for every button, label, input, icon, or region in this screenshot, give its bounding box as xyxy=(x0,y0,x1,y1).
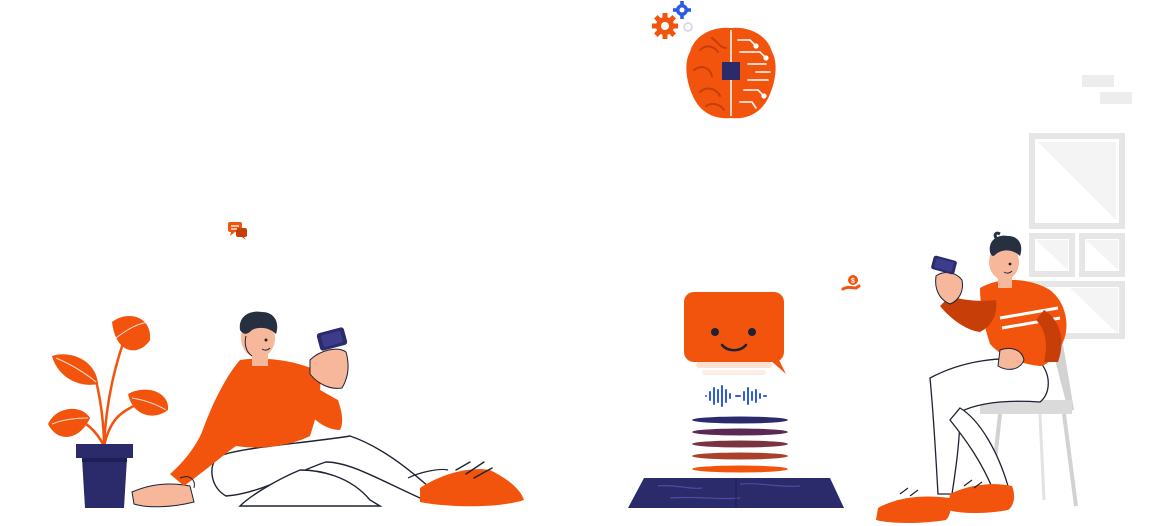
svg-text:$: $ xyxy=(851,278,855,285)
chair-icon xyxy=(980,326,1078,507)
chat-bubbles-icon xyxy=(228,222,247,240)
plant-icon xyxy=(48,316,169,508)
window-frame-icon xyxy=(1029,75,1132,339)
smartphone-icon xyxy=(316,327,348,351)
smartphone-icon xyxy=(931,255,957,275)
platform-base xyxy=(628,478,844,508)
sitting-man-right xyxy=(876,231,1067,523)
sound-wave-icon xyxy=(705,385,767,407)
smiley-chat-bubble-icon xyxy=(684,292,786,375)
sitting-man-left xyxy=(131,311,524,508)
dollar-hand-icon: $ xyxy=(841,275,861,291)
gear-icon xyxy=(652,1,693,39)
stacked-discs xyxy=(692,416,788,473)
brain-chip-icon xyxy=(686,27,776,119)
